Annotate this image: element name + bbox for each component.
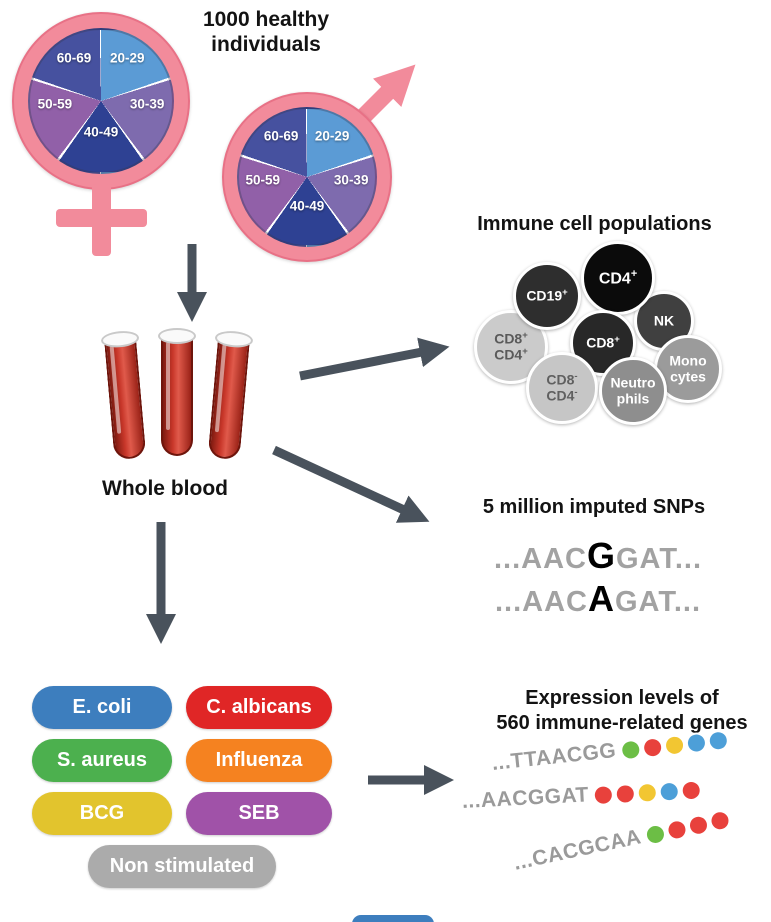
tube-rim xyxy=(158,328,196,344)
expression-level-dots xyxy=(594,781,701,804)
blood-tube xyxy=(100,329,149,463)
snp-sequence-ref: ...AACGGAT... xyxy=(448,534,748,577)
cell-label: Mono xyxy=(669,352,707,369)
cell-neutrophils: Neutro phils xyxy=(599,357,667,425)
cell-label: cytes xyxy=(670,368,706,385)
stimulus-c-albicans: C. albicans xyxy=(186,686,332,729)
male-symbol-ring: 60-69 20-29 50-59 30-39 40-49 xyxy=(222,92,392,262)
age-label-50-59: 50-59 xyxy=(245,172,281,188)
cell-label-sup: + xyxy=(562,286,568,298)
arrow-stimulation-to-expression xyxy=(368,765,454,795)
snps-title: 5 million imputed SNPs xyxy=(482,496,706,518)
cell-label: CD8 xyxy=(586,334,615,351)
cell-label: phils xyxy=(616,390,650,407)
arrow-blood-to-immune-cells xyxy=(299,337,450,381)
cell-nk: NK xyxy=(634,291,694,351)
cell-label: CD8 xyxy=(546,371,575,388)
snp-variant-allele: A xyxy=(587,578,615,620)
arrow-blood-to-snps xyxy=(272,445,430,523)
stimulus-influenza: Influenza xyxy=(186,739,332,782)
cell-label: CD8 xyxy=(494,330,523,347)
age-label-20-29: 20-29 xyxy=(110,50,145,66)
age-label-30-39: 30-39 xyxy=(129,96,165,112)
immune-cells-title: Immune cell populations xyxy=(477,213,712,235)
stimulus-label: E. coli xyxy=(72,696,132,718)
snp-seq-suffix: GAT... xyxy=(614,586,702,619)
expression-title: Expression levels of 560 immune-related … xyxy=(476,686,768,736)
male-age-pie: 60-69 20-29 50-59 30-39 40-49 xyxy=(237,107,377,247)
age-label-30-39: 30-39 xyxy=(333,172,369,188)
expression-level-dots xyxy=(645,810,730,845)
arrow-blood-to-stimulation xyxy=(146,522,176,644)
blood-tube xyxy=(158,328,196,458)
cell-cd4: CD4+ xyxy=(581,241,655,315)
stimulus-e-coli: E. coli xyxy=(32,686,172,729)
tube-blood xyxy=(161,336,193,456)
stimulus-label: C. albicans xyxy=(206,696,312,718)
gene-sequence-text: ...CACGCAA xyxy=(511,825,644,875)
cell-cd19: CD19+ xyxy=(513,262,581,330)
female-symbol-crossbar xyxy=(56,209,147,227)
snp-variant-allele: G xyxy=(586,535,616,576)
cell-label-sup: + xyxy=(522,329,528,341)
expression-title-line1: Expression levels of xyxy=(525,687,719,709)
expression-title-line2: 560 immune-related genes xyxy=(496,712,748,734)
cell-cd8neg-cd4neg: CD8- CD4- xyxy=(526,352,598,424)
cell-label-sup: + xyxy=(630,267,638,280)
cohort-title-line1: 1000 healthy xyxy=(202,8,330,31)
female-age-pie: 60-69 20-29 50-59 30-39 40-49 xyxy=(28,28,174,174)
tube-blood xyxy=(207,337,250,461)
gene-sequence-text: ...TTAACGG xyxy=(490,739,618,775)
stimulus-label: S. aureus xyxy=(56,749,148,771)
gene-sequence-text: ...AACGGAT xyxy=(461,783,590,813)
cohort-title-line2: individuals xyxy=(211,32,321,56)
age-label-40-49: 40-49 xyxy=(83,124,119,140)
snp-seq-prefix: ...AAC xyxy=(493,543,587,575)
cell-label-sup: - xyxy=(574,370,578,382)
snp-sequence-alt: ...AACAGAT... xyxy=(448,577,748,620)
gene-sequence-row-2: ...AACGGAT xyxy=(461,778,701,814)
stimulus-label: Non stimulated xyxy=(109,855,255,877)
cropped-blue-shape xyxy=(352,915,434,922)
stimulus-seb: SEB xyxy=(186,792,332,835)
stimulus-label: Influenza xyxy=(215,749,303,771)
snp-seq-suffix: GAT... xyxy=(615,543,703,575)
stimulus-bcg: BCG xyxy=(32,792,172,835)
arrow-cohort-to-blood xyxy=(177,244,207,322)
cell-label: CD4 xyxy=(598,269,631,287)
gene-sequence-row-3: ...CACGCAA xyxy=(512,807,731,876)
cell-label-sup: - xyxy=(574,387,578,398)
blood-tube xyxy=(204,329,254,463)
age-label-40-49: 40-49 xyxy=(289,198,325,214)
cohort-title: 1000 healthy individuals xyxy=(186,8,346,58)
age-label-20-29: 20-29 xyxy=(314,128,350,144)
snp-sequences: ...AACGGAT... ...AACAGAT... xyxy=(448,534,748,620)
cell-label-sup: + xyxy=(614,333,620,345)
cell-label: NK xyxy=(653,312,675,329)
tube-blood xyxy=(104,337,147,461)
stimulus-s-aureus: S. aureus xyxy=(32,739,172,782)
female-symbol-ring: 60-69 20-29 50-59 30-39 40-49 xyxy=(12,12,190,190)
cell-label-sup: + xyxy=(522,346,528,357)
cell-label: Neutro xyxy=(610,374,656,391)
age-label-60-69: 60-69 xyxy=(56,50,92,66)
snp-seq-prefix: ...AAC xyxy=(494,586,588,619)
cell-label: CD19 xyxy=(526,287,563,304)
stimulus-label: BCG xyxy=(79,802,125,824)
male-symbol-arrow xyxy=(355,64,416,125)
whole-blood-label: Whole blood xyxy=(102,477,228,500)
stimulus-non-stimulated: Non stimulated xyxy=(88,845,276,888)
cell-label: CD4 xyxy=(546,387,575,404)
cell-label: CD4 xyxy=(494,346,523,363)
age-label-50-59: 50-59 xyxy=(37,96,73,112)
age-label-60-69: 60-69 xyxy=(263,128,299,144)
stimulus-label: SEB xyxy=(238,802,280,824)
